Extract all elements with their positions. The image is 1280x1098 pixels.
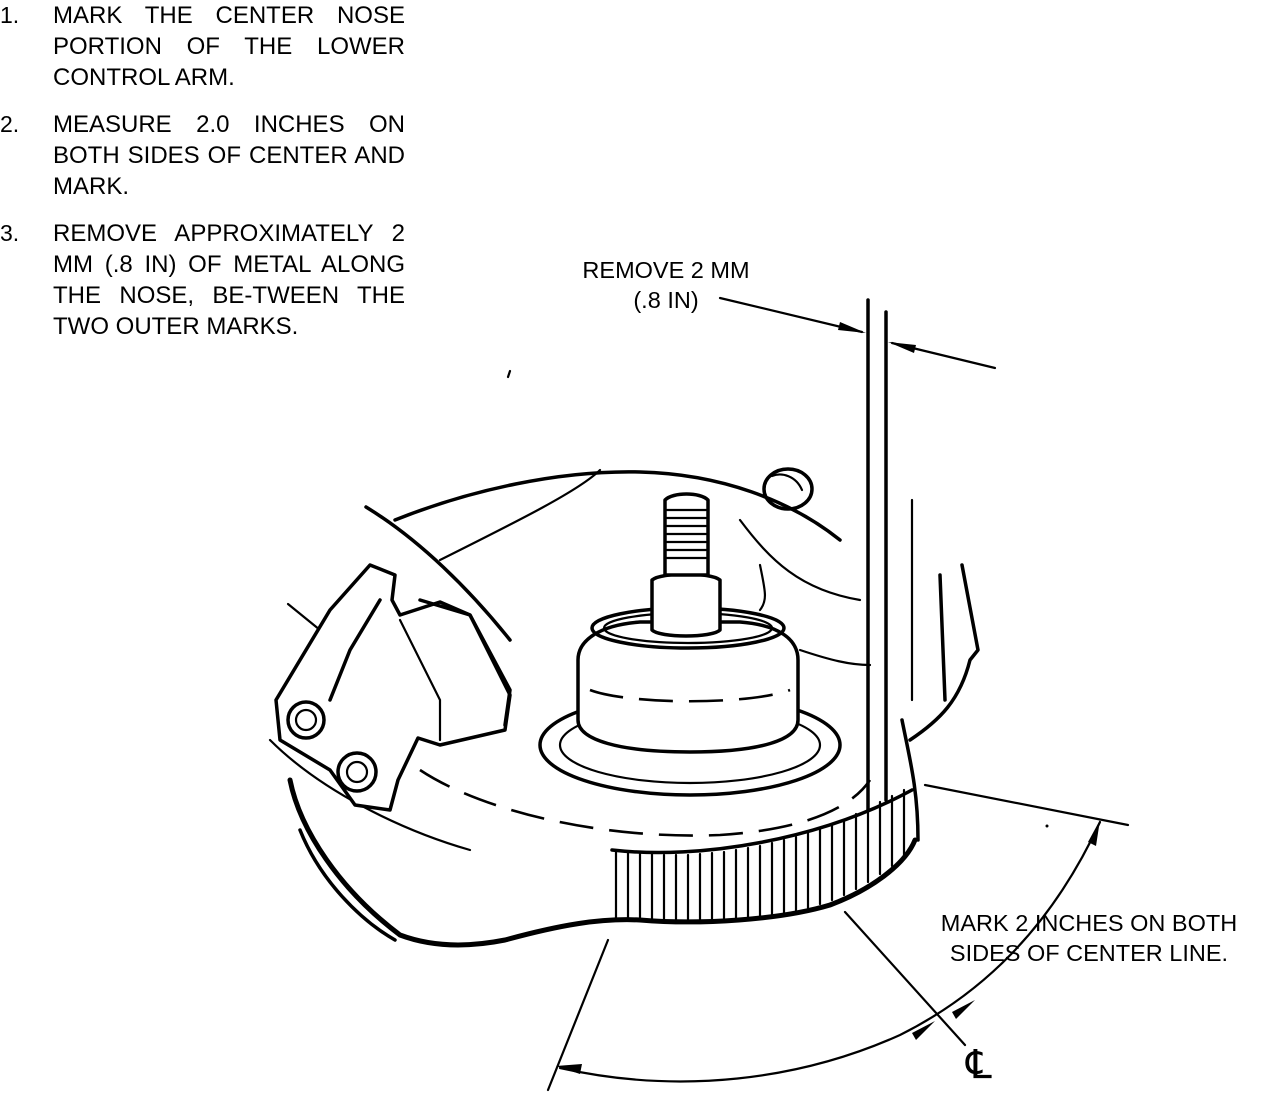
centerline-symbol: ℄	[966, 1042, 992, 1088]
step-number: 3.	[0, 220, 20, 246]
bolt-head	[336, 751, 378, 793]
arm-rib	[758, 563, 766, 612]
mark-extension-left	[546, 938, 610, 1092]
grind-zone	[614, 788, 906, 924]
bolt-head	[286, 700, 326, 740]
right-flange	[938, 573, 947, 702]
grind-zone-top	[610, 788, 914, 855]
arm-lower-contour-2	[298, 828, 397, 942]
remove-callout-line1: REMOVE 2 MM	[582, 257, 750, 283]
ball-joint-dash	[589, 688, 791, 703]
step-number: 1.	[0, 2, 20, 28]
arm-dashed-contour	[419, 768, 872, 837]
step-number: 2.	[0, 111, 20, 137]
stray-mark	[1045, 824, 1049, 828]
mark-centerline	[843, 910, 967, 1047]
stud-threads	[665, 508, 708, 560]
right-flange-edge	[900, 718, 920, 842]
mounting-hole	[762, 467, 814, 511]
bolt-head-inner	[345, 760, 369, 784]
step-text: REMOVE APPROXIMATELY 2 MM (.8 IN) OF MET…	[53, 220, 405, 340]
mark-callout-line2: SIDES OF CENTER LINE.	[949, 940, 1229, 966]
remove-callout-line2: (.8 IN)	[633, 287, 699, 313]
arrowhead	[952, 1000, 975, 1019]
mark-callout-line1: MARK 2 INCHES ON BOTH	[940, 910, 1238, 936]
arm-inner-curve-left	[438, 468, 602, 562]
dimension-arc	[558, 820, 1102, 1083]
arrowhead	[838, 322, 866, 333]
arrowhead	[1088, 820, 1100, 846]
bracket	[274, 563, 512, 812]
ball-joint-body	[576, 620, 800, 754]
remove-leader	[718, 296, 864, 334]
arm-rib-2	[798, 648, 872, 667]
step-text: MARK THE CENTER NOSE PORTION OF THE LOWE…	[53, 2, 405, 91]
arrowhead	[888, 342, 916, 353]
bracket-inner	[328, 598, 382, 702]
bracket-tab	[418, 598, 512, 727]
stray-mark	[506, 369, 512, 379]
bracket-edge	[398, 618, 442, 742]
step-text: MEASURE 2.0 INCHES ON BOTH SIDES OF CENT…	[53, 111, 405, 200]
arm-lower-contour	[287, 777, 918, 948]
arm-left-line	[286, 602, 322, 632]
right-flange-2	[908, 563, 980, 742]
arrowhead	[556, 1064, 582, 1074]
mark-callout: MARK 2 INCHES ON BOTH SIDES OF CENTER LI…	[905, 908, 1273, 968]
arm-back-contour	[393, 470, 842, 542]
remove-callout: REMOVE 2 MM (.8 IN)	[557, 255, 775, 315]
bolt-head-inner	[294, 708, 318, 732]
arm-upper-edge	[364, 505, 512, 642]
ball-joint-stud-base	[650, 572, 722, 638]
arrowhead	[912, 1021, 935, 1040]
arm-inner-curve-right	[738, 518, 862, 602]
mark-extension-right	[923, 783, 1130, 827]
mounting-hole-inner	[770, 473, 804, 492]
